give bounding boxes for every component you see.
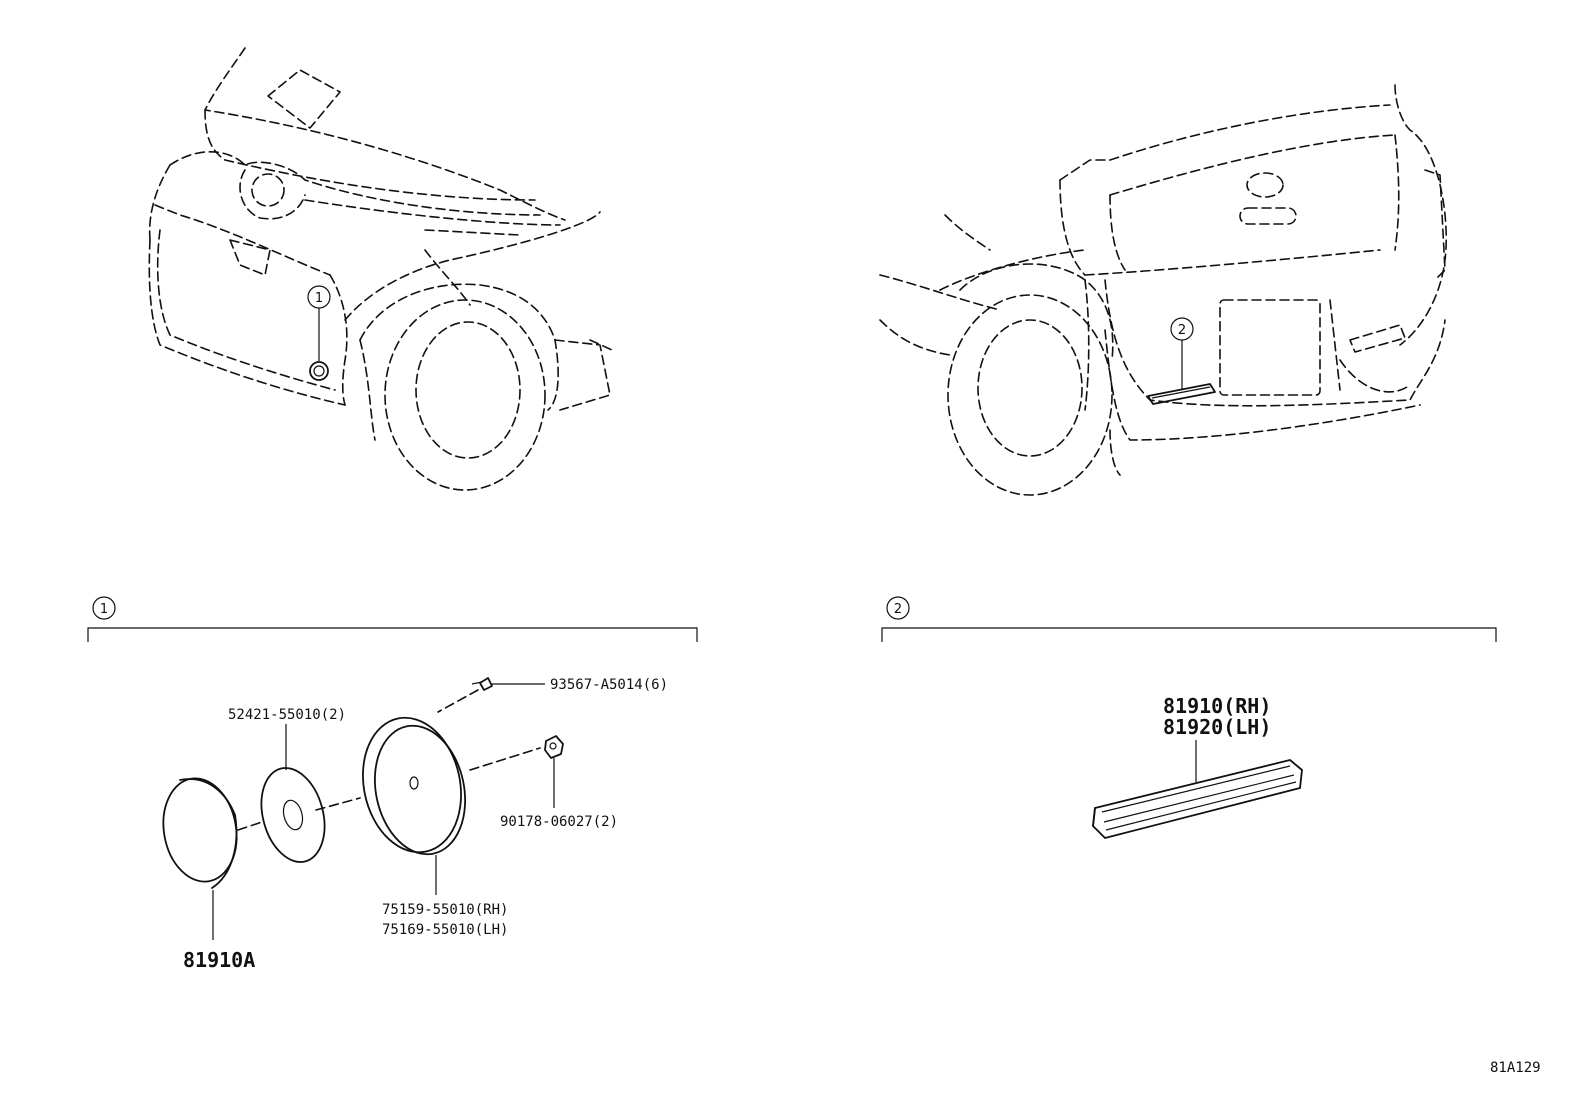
reflector-81910a-part-number: 81910A (183, 948, 255, 972)
retainer-icon (260, 767, 326, 863)
bolt-part-number: 93567-A5014(6) (550, 677, 668, 693)
bracket-rh-part-number: 75159-55010(RH) (382, 902, 508, 918)
bracket-icon (362, 716, 467, 856)
bolt-icon (479, 677, 493, 691)
reflector-lh-part-number: 81920(LH) (1163, 715, 1271, 739)
section-2-number: 2 (894, 602, 902, 617)
rear-reflector-icon (1092, 759, 1303, 839)
rear-callout-number: 2 (1178, 323, 1186, 338)
reflector-81910a-icon (162, 777, 238, 889)
diagram-code: 81A129 (1490, 1060, 1541, 1076)
reflector-rh-part-number: 81910(RH) (1163, 694, 1271, 718)
bracket-lh-part-number: 75169-55010(LH) (382, 922, 508, 938)
front-callout-number: 1 (315, 291, 323, 306)
nut-part-number: 90178-06027(2) (500, 814, 618, 830)
front-vehicle-view: 1 (148, 47, 613, 491)
section-2: 2 81910(RH) 81920(LH) (881, 596, 1497, 839)
section-1: 1 93567-A5014(6) 52421-55010(2) 81910A 7… (87, 596, 698, 972)
section-1-number: 1 (100, 602, 108, 617)
retainer-part-number: 52421-55010(2) (228, 707, 346, 723)
rear-vehicle-view: 2 (879, 84, 1448, 496)
nut-icon (544, 735, 564, 759)
